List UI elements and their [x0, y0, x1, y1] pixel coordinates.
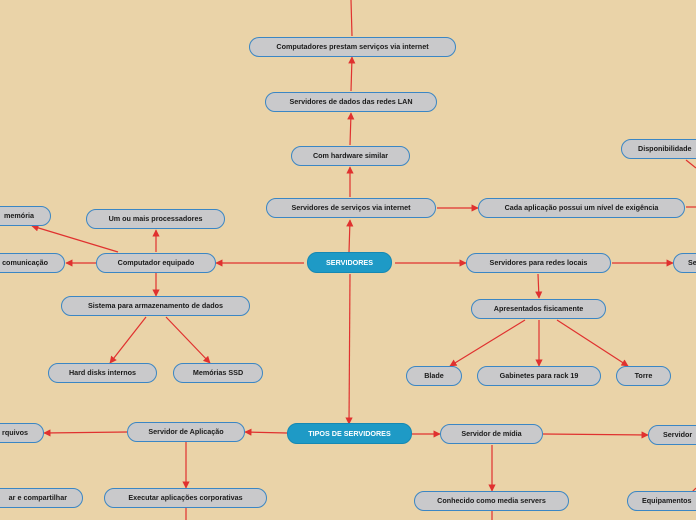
node-hardware-similar[interactable]: Com hardware similar [291, 146, 410, 166]
node-computador-equipado[interactable]: Computador equipado [96, 253, 216, 273]
link-prestam-top [350, 0, 353, 37]
link-servidores-tipos [345, 273, 353, 425]
link-computador-memoria [31, 224, 119, 253]
link-midia-servidor [542, 431, 649, 439]
node-compartilhar-partial[interactable]: ar e compartilhar [0, 488, 83, 508]
node-servicos-internet[interactable]: Servidores de serviços via internet [266, 198, 436, 218]
node-dados-redes-lan[interactable]: Servidores de dados das redes LAN [265, 92, 437, 112]
node-disponibilidade[interactable]: Disponibilidade [621, 139, 696, 159]
node-gabinetes-rack[interactable]: Gabinetes para rack 19 [477, 366, 601, 386]
node-memoria-partial[interactable]: memória [0, 206, 51, 226]
node-media-servers[interactable]: Conhecido como media servers [414, 491, 569, 511]
link-aplicacao-arquivos [43, 429, 128, 437]
link-armazenamento-hd [109, 316, 147, 364]
node-memorias-ssd[interactable]: Memórias SSD [173, 363, 263, 383]
node-arquivos-partial[interactable]: rquivos [0, 423, 44, 443]
link-disponibilidade-right [685, 159, 696, 169]
link-servidores-internet [346, 219, 354, 253]
node-servidor-aplicacao[interactable]: Servidor de Aplicação [127, 422, 245, 442]
node-aplicacoes-corporativas[interactable]: Executar aplicações corporativas [104, 488, 267, 508]
node-blade[interactable]: Blade [406, 366, 462, 386]
node-armazenamento-dados[interactable]: Sistema para armazenamento de dados [61, 296, 250, 316]
node-hard-disks[interactable]: Hard disks internos [48, 363, 157, 383]
node-apresentados-fisicamente[interactable]: Apresentados fisicamente [471, 299, 606, 319]
link-armazenamento-ssd [165, 316, 211, 364]
node-servidor-midia[interactable]: Servidor de mídia [440, 424, 543, 444]
node-redes-locais[interactable]: Servidores para redes locais [466, 253, 611, 273]
link-fisicamente-blade [449, 319, 526, 367]
node-nivel-exigencia[interactable]: Cada aplicação possui um nível de exigên… [478, 198, 685, 218]
node-se-partial[interactable]: Se [673, 253, 696, 273]
link-redes-fisicamente [535, 273, 543, 299]
node-processadores[interactable]: Um ou mais processadores [86, 209, 225, 229]
link-lan-prestam [348, 56, 356, 92]
node-servidores[interactable]: SERVIDORES [307, 252, 392, 273]
link-tipos-aplicacao [244, 428, 288, 436]
node-servidor-partial[interactable]: Servidor [648, 425, 696, 445]
node-equipamentos-partial[interactable]: Equipamentos [627, 491, 696, 511]
link-hardware-lan [347, 112, 355, 146]
node-torre[interactable]: Torre [616, 366, 671, 386]
node-comunicacao-partial[interactable]: comunicação [0, 253, 65, 273]
node-prestam-servicos[interactable]: Computadores prestam serviços via intern… [249, 37, 456, 57]
link-fisicamente-torre [556, 319, 629, 367]
node-tipos-servidores[interactable]: TIPOS DE SERVIDORES [287, 423, 412, 444]
